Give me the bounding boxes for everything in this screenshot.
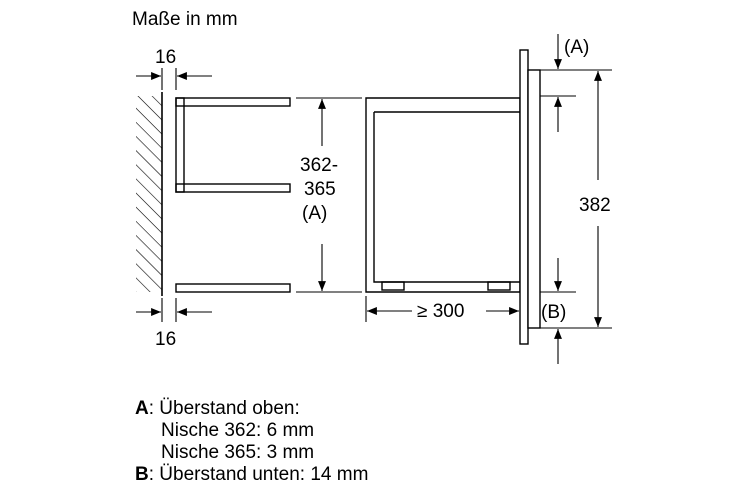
marker-b-bottom: [540, 258, 576, 364]
dim-total-height-label: 382: [579, 195, 611, 216]
dim-16-top: [136, 68, 212, 90]
marker-b-bottom-label: (B): [541, 302, 566, 323]
legend-a-key: A: [135, 398, 149, 419]
niche-frame-side-view: [175, 97, 291, 293]
dim-16-top-label: 16: [155, 47, 176, 68]
wall-hatching: [136, 92, 163, 296]
dim-depth: [365, 296, 519, 322]
legend-b-key: B: [135, 464, 149, 485]
front-panel: [519, 49, 541, 345]
legend: A: Überstand oben: Nische 362: 6 mm Nisc…: [135, 398, 368, 486]
legend-b-text: : Überstand unten: 14 mm: [148, 464, 369, 485]
marker-a-top-label: (A): [564, 37, 589, 58]
appliance-side-view: [365, 97, 521, 293]
legend-a: A: Überstand oben:: [135, 398, 368, 420]
dim-niche-height-line1: 362-: [300, 155, 338, 176]
legend-a-text: : Überstand oben:: [148, 398, 300, 419]
dim-16-bottom: [136, 298, 212, 322]
dim-total-height: [576, 69, 612, 329]
title-text: Maße in mm: [132, 9, 238, 30]
dim-depth-label: ≥ 300: [417, 301, 464, 322]
dim-niche-height-line3: (A): [302, 203, 327, 224]
legend-a-line2: Nische 362: 6 mm: [161, 420, 315, 441]
legend-a-line3: Nische 365: 3 mm: [161, 442, 315, 463]
legend-b: B: Überstand unten: 14 mm: [135, 464, 368, 486]
dim-niche-height: [296, 97, 362, 293]
dim-niche-height-line2: 365: [304, 179, 336, 200]
dim-16-bottom-label: 16: [155, 329, 176, 350]
marker-a-top: [540, 34, 576, 132]
